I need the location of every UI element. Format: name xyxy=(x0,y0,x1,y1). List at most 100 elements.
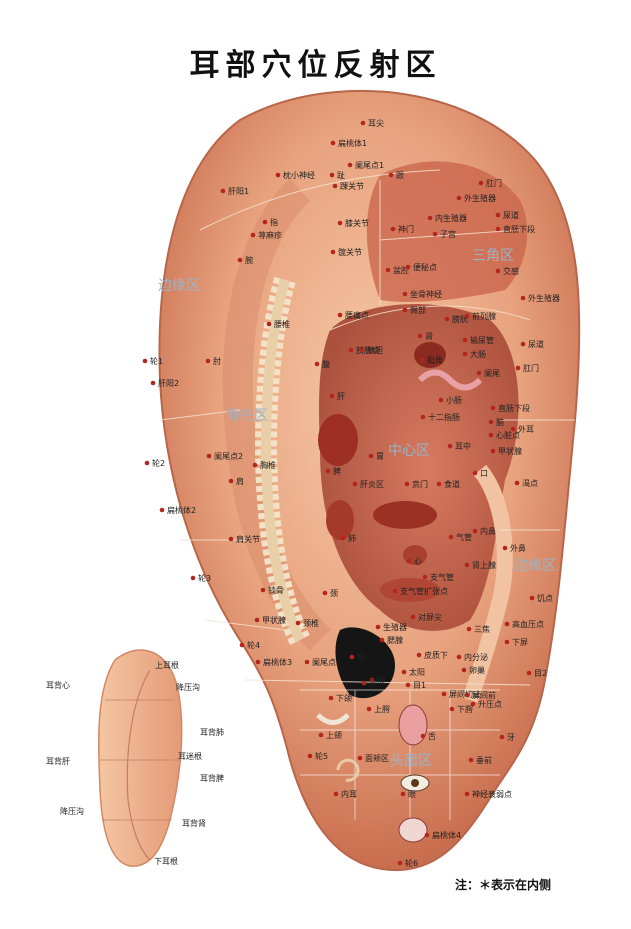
acupoint-dot xyxy=(329,172,335,178)
acupoint-dot xyxy=(266,321,272,327)
acupoint-dot xyxy=(476,370,482,376)
acupoint-dot xyxy=(470,701,476,707)
acupoint-label: 贲门 xyxy=(412,479,428,489)
tongue-shape xyxy=(398,704,428,746)
acupoint-dot xyxy=(404,481,410,487)
acupoint-dot xyxy=(144,460,150,466)
acupoint-dot xyxy=(337,220,343,226)
acupoint-label: 生殖器 xyxy=(383,622,407,632)
back-ear-outline xyxy=(98,649,183,867)
acupoint-label: 外生殖器 xyxy=(528,293,560,303)
acupoint-label: 支气管扩张点 xyxy=(400,586,448,596)
back-ear-diagram: 上耳根耳背心降压沟耳背肺耳背肝耳迷根耳背脾降压沟耳背肾下耳根 xyxy=(46,649,224,867)
liver-shape xyxy=(318,414,358,466)
acupoint-dot xyxy=(416,652,422,658)
acupoint-dot xyxy=(275,172,281,178)
acupoint-label: 腮腺 xyxy=(387,635,403,645)
acupoint-dot xyxy=(205,358,211,364)
acupoint-label: 升压点 xyxy=(478,700,502,709)
acupoint-label: 阑尾点2 xyxy=(214,451,243,461)
acupoint-label: 内耳 xyxy=(341,789,357,799)
acupoint-dot xyxy=(495,226,501,232)
acupoint-dot xyxy=(510,426,516,432)
acupoint-label: 轮2 xyxy=(152,458,165,468)
acupoint-label: 胃 xyxy=(376,452,384,461)
acupoint-label: 皮质下 xyxy=(424,650,448,660)
acupoint-dot xyxy=(438,397,444,403)
acupoint-label: 交感 xyxy=(503,266,519,276)
acupoint-label: 上颌 xyxy=(326,730,342,740)
acupoint-dot xyxy=(422,574,428,580)
acupoint-label: 腰椎 xyxy=(274,319,290,329)
back-ear-label: 耳迷根 xyxy=(178,751,202,761)
acupoint-label: 扁桃体3 xyxy=(263,657,292,667)
acupoint-label: 饥点 xyxy=(537,593,553,603)
acupoint-label: 趾 xyxy=(337,171,345,180)
acupoint-dot xyxy=(239,642,245,648)
acupoint-label: 耳尖 xyxy=(368,118,384,128)
acupoint-dot xyxy=(464,692,470,698)
acupoint-dot xyxy=(520,341,526,347)
acupoint-dot xyxy=(390,226,396,232)
acupoint-dot xyxy=(424,832,430,838)
acupoint-dot xyxy=(402,307,408,313)
acupoint-label: 目1 xyxy=(413,681,426,690)
acupoint-label: 肝阳2 xyxy=(158,379,179,388)
acupoint-label: 扁桃体2 xyxy=(167,505,196,515)
acupoint-dot xyxy=(520,295,526,301)
acupoint-dot xyxy=(420,414,426,420)
acupoint-label: 颈 xyxy=(330,589,338,598)
acupoint-dot xyxy=(379,637,385,643)
back-ear-label: 耳背肺 xyxy=(200,727,224,737)
acupoint-label: 脑 xyxy=(496,417,504,427)
acupoint-label: 肘 xyxy=(213,357,221,366)
acupoint-dot xyxy=(526,670,532,676)
acupoint-dot xyxy=(150,380,156,386)
acupoint-dot xyxy=(488,419,494,425)
acupoint-dot xyxy=(348,347,354,353)
back-ear-labels: 上耳根耳背心降压沟耳背肺耳背肝耳迷根耳背脾降压沟耳背肾下耳根 xyxy=(46,660,224,866)
acupoint-dot xyxy=(449,706,455,712)
acupoint-label: 阑尾点1 xyxy=(355,160,384,170)
inner-ear-shape xyxy=(336,758,360,782)
acupoint-label: 支气管 xyxy=(430,572,454,582)
acupoint-label: 上腭 xyxy=(374,705,390,714)
acupoint-dot xyxy=(514,480,520,486)
acupoint-label: 大肠 xyxy=(470,349,486,359)
acupoint-dot xyxy=(397,860,403,866)
acupoint-dot xyxy=(329,393,335,399)
acupoint-label: 枕小神经 xyxy=(283,170,315,180)
acupoint-dot xyxy=(349,654,355,660)
acupoint-dot xyxy=(385,267,391,273)
acupoint-dot xyxy=(417,333,423,339)
acupoint-dot xyxy=(332,183,338,189)
acupoint-label: 胸椎 xyxy=(260,460,276,470)
acupoint-label: 对屏尖 xyxy=(418,612,442,622)
acupoint-dot xyxy=(347,162,353,168)
acupoint-dot xyxy=(504,621,510,627)
stomach-shape xyxy=(373,501,437,529)
acupoint-dot xyxy=(456,654,462,660)
acupoint-dot xyxy=(406,558,412,564)
acupoint-dot xyxy=(295,620,301,626)
acupoint-label: 牙 xyxy=(507,733,515,742)
acupoint-label: 内鼻 xyxy=(480,526,496,536)
acupoint-dot xyxy=(427,215,433,221)
acupoint-label: 轮4 xyxy=(247,640,260,650)
acupoint-label: 甲状腺 xyxy=(498,446,522,456)
acupoint-label: 胰胆 xyxy=(367,345,383,355)
acupoint-dot xyxy=(478,180,484,186)
acupoint-label: 臀部 xyxy=(410,305,426,315)
acupoint-dot xyxy=(357,755,363,761)
acupoint-label: 顶 xyxy=(369,679,377,688)
intestine-shape xyxy=(417,369,483,391)
acupoint-label: 腹 xyxy=(322,359,330,369)
acupoint-label: 内生殖器 xyxy=(435,213,467,223)
acupoint-label: 十二指肠 xyxy=(428,412,460,422)
acupoint-label: 尿道 xyxy=(503,210,519,220)
acupoint-label: 阑尾 xyxy=(484,368,500,378)
acupoint-label: 扁桃体1 xyxy=(338,138,367,148)
spleen-shape xyxy=(326,500,354,540)
acupoint-label: 高血压点 xyxy=(512,619,544,629)
acupoint-label: 坐骨神经 xyxy=(410,289,442,299)
